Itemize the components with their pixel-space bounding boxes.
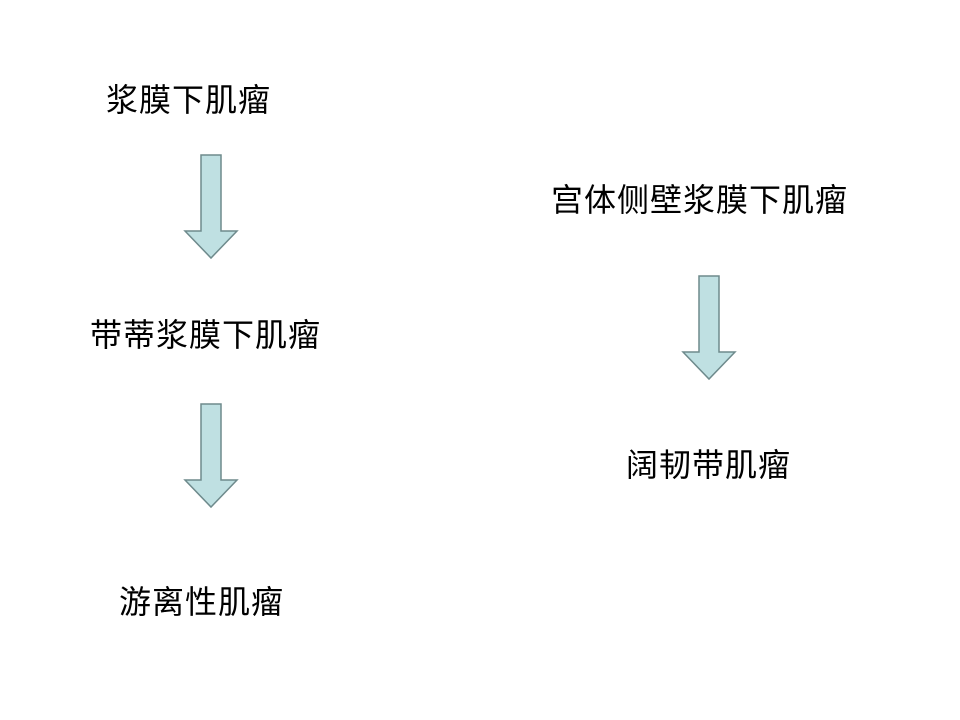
down-arrow-icon xyxy=(681,275,737,381)
down-arrow-icon xyxy=(183,154,239,260)
node-wandering-myoma: 游离性肌瘤 xyxy=(119,583,285,621)
node-subserosal-myoma: 浆膜下肌瘤 xyxy=(106,81,272,119)
node-lateral-wall-subserosal-myoma: 宫体侧壁浆膜下肌瘤 xyxy=(551,181,849,219)
down-arrow-icon xyxy=(183,403,239,509)
node-broad-ligament-myoma: 阔韧带肌瘤 xyxy=(626,446,792,484)
node-pedunculated-subserosal-myoma: 带蒂浆膜下肌瘤 xyxy=(90,316,322,354)
